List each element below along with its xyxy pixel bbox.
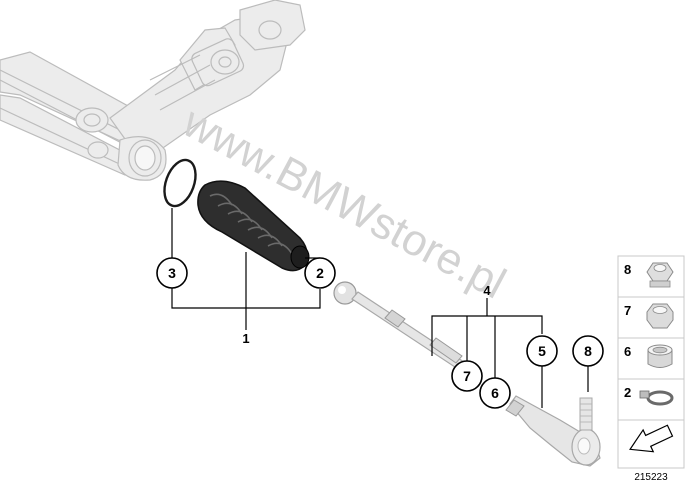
clamp-icon: [639, 390, 674, 406]
o-ring: [163, 158, 197, 208]
outer-tie-rod-end: [505, 395, 601, 467]
steering-rack-housing: [0, 0, 306, 181]
svg-text:6: 6: [624, 344, 631, 359]
legend-row-nut: 8: [624, 262, 674, 288]
svg-text:2: 2: [624, 385, 631, 400]
svg-text:6: 6: [491, 385, 499, 401]
inner-tie-rod: [333, 281, 471, 374]
legend-row-clamp: 2: [624, 385, 674, 406]
callout-8: 8: [572, 335, 604, 367]
diagram-code: 215223: [634, 472, 668, 483]
callout-5: 5: [526, 335, 558, 367]
svg-text:2: 2: [316, 265, 324, 281]
orientation-arrow-icon: [629, 424, 674, 453]
svg-text:3: 3: [168, 265, 176, 281]
svg-text:8: 8: [624, 262, 631, 277]
svg-text:7: 7: [463, 368, 471, 384]
sleeve-icon: [647, 344, 673, 368]
callout-7: 7: [451, 360, 483, 392]
svg-text:5: 5: [538, 343, 546, 359]
callout-3: 3: [156, 257, 188, 289]
callout-2: 2: [304, 257, 336, 289]
svg-text:8: 8: [584, 343, 592, 359]
bellows-boot: [197, 180, 310, 272]
group-label-1: 1: [242, 331, 249, 346]
nut-icon: [646, 262, 674, 288]
washer-icon: [646, 303, 674, 329]
svg-text:7: 7: [624, 303, 631, 318]
group-label-4: 4: [483, 283, 491, 298]
legend-panel: 8 7 6 2: [617, 255, 685, 469]
callout-6: 6: [479, 377, 511, 409]
legend-row-washer: 7: [624, 303, 674, 329]
legend-row-sleeve: 6: [624, 344, 673, 368]
